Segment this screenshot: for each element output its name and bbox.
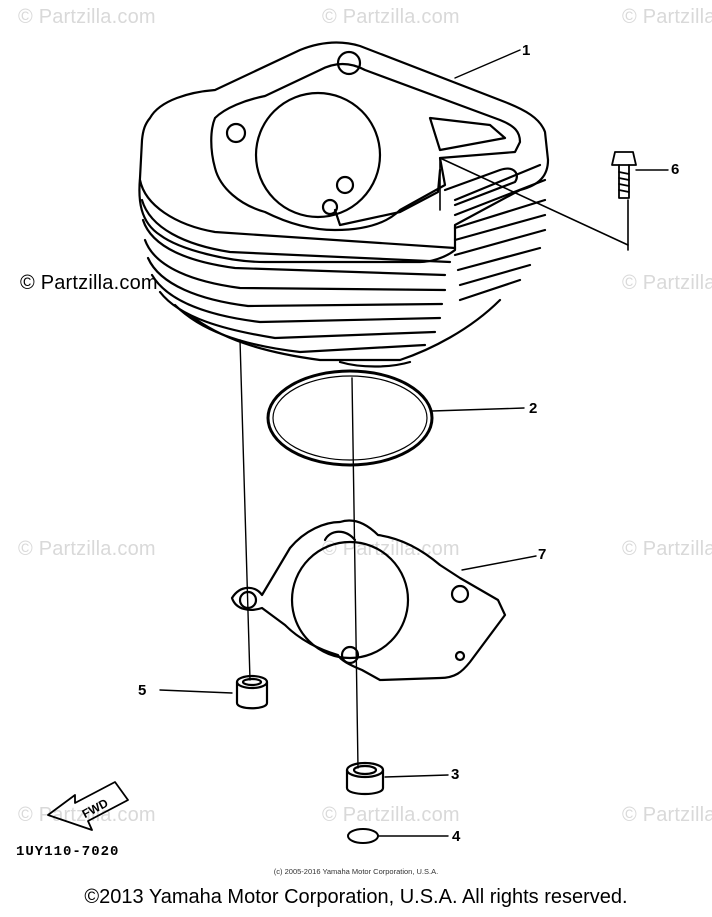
watermark: © Partzilla.com xyxy=(622,6,712,28)
forward-arrow-icon xyxy=(47,781,129,831)
alignment-line xyxy=(351,377,359,769)
callout-1: 1 xyxy=(522,42,531,59)
dowel-pin xyxy=(345,761,385,796)
diagram-code: 1UY110-7020 xyxy=(16,844,120,860)
leader-line xyxy=(461,555,537,571)
watermark: © Partzilla.com xyxy=(18,804,156,826)
callout-2: 2 xyxy=(529,400,538,417)
o-ring xyxy=(266,369,434,467)
watermark: © Partzilla.com xyxy=(322,804,460,826)
callout-7: 7 xyxy=(538,546,547,563)
watermark: © Partzilla.com xyxy=(622,272,712,294)
footer-copyright: ©2013 Yamaha Motor Corporation, U.S.A. A… xyxy=(84,886,628,908)
leader-line xyxy=(454,49,521,79)
leader-line xyxy=(384,774,449,778)
bolt xyxy=(611,151,637,199)
cylinder-block xyxy=(138,41,550,368)
watermark: © Partzilla.com xyxy=(18,538,156,560)
watermark: © Partzilla.com xyxy=(622,538,712,560)
leader-line xyxy=(159,689,233,694)
watermark: © Partzilla.com xyxy=(18,6,156,28)
alignment-line xyxy=(239,339,251,681)
dowel-pin xyxy=(235,674,269,710)
callout-4: 4 xyxy=(452,828,461,845)
callout-3: 3 xyxy=(451,766,460,783)
watermark: © Partzilla.com xyxy=(622,804,712,826)
watermark: © Partzilla.com xyxy=(322,6,460,28)
reference-line xyxy=(439,157,629,246)
small-copyright: (c) 2005-2016 Yamaha Motor Corporation, … xyxy=(273,867,439,876)
callout-5: 5 xyxy=(138,682,147,699)
small-o-ring xyxy=(347,828,379,844)
watermark-dark: © Partzilla.com xyxy=(20,272,158,294)
cylinder-base-gasket xyxy=(230,519,507,682)
callout-6: 6 xyxy=(671,161,680,178)
leader-line xyxy=(431,407,525,412)
